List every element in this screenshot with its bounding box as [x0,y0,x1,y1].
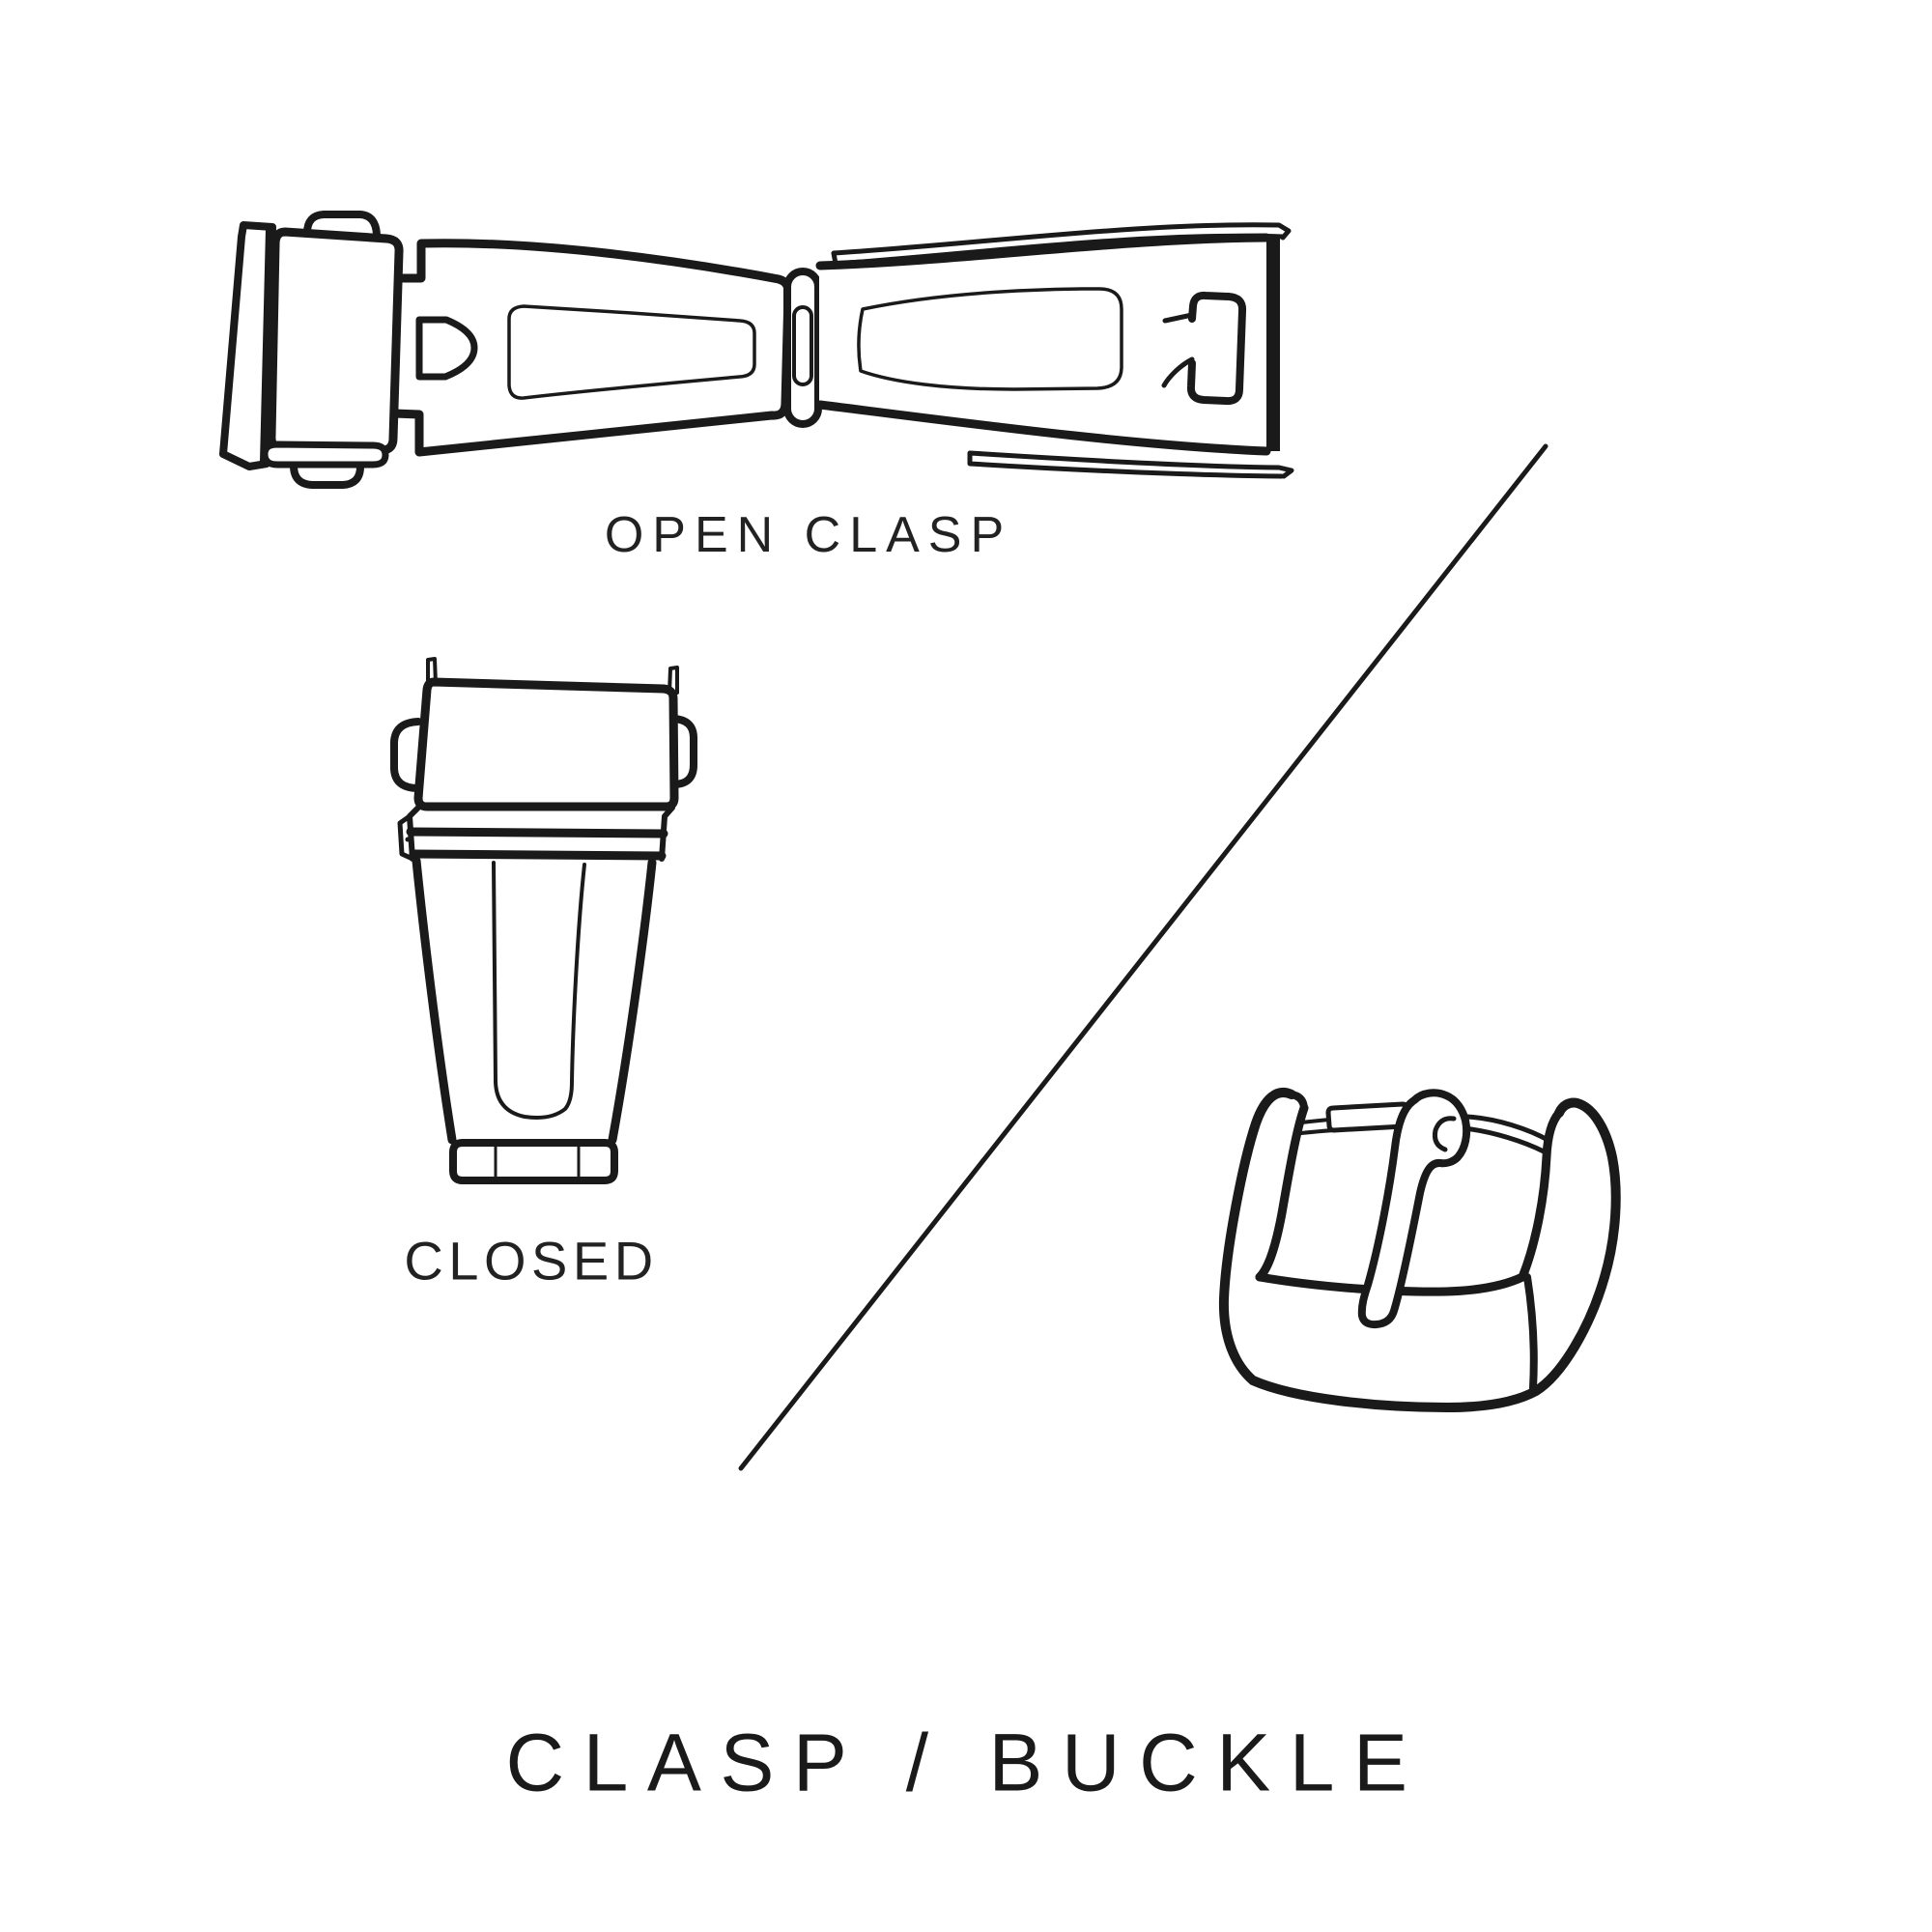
page-title: CLASP / BUCKLE [505,1717,1427,1808]
closed-clasp-label: CLOSED [404,1230,659,1292]
divider-line [738,443,1548,1471]
pin-buckle-drawing [1218,1088,1621,1412]
open-clasp-drawing [219,211,1294,489]
open-clasp-label: OPEN CLASP [604,507,1013,563]
closed-clasp-drawing [390,657,697,1184]
